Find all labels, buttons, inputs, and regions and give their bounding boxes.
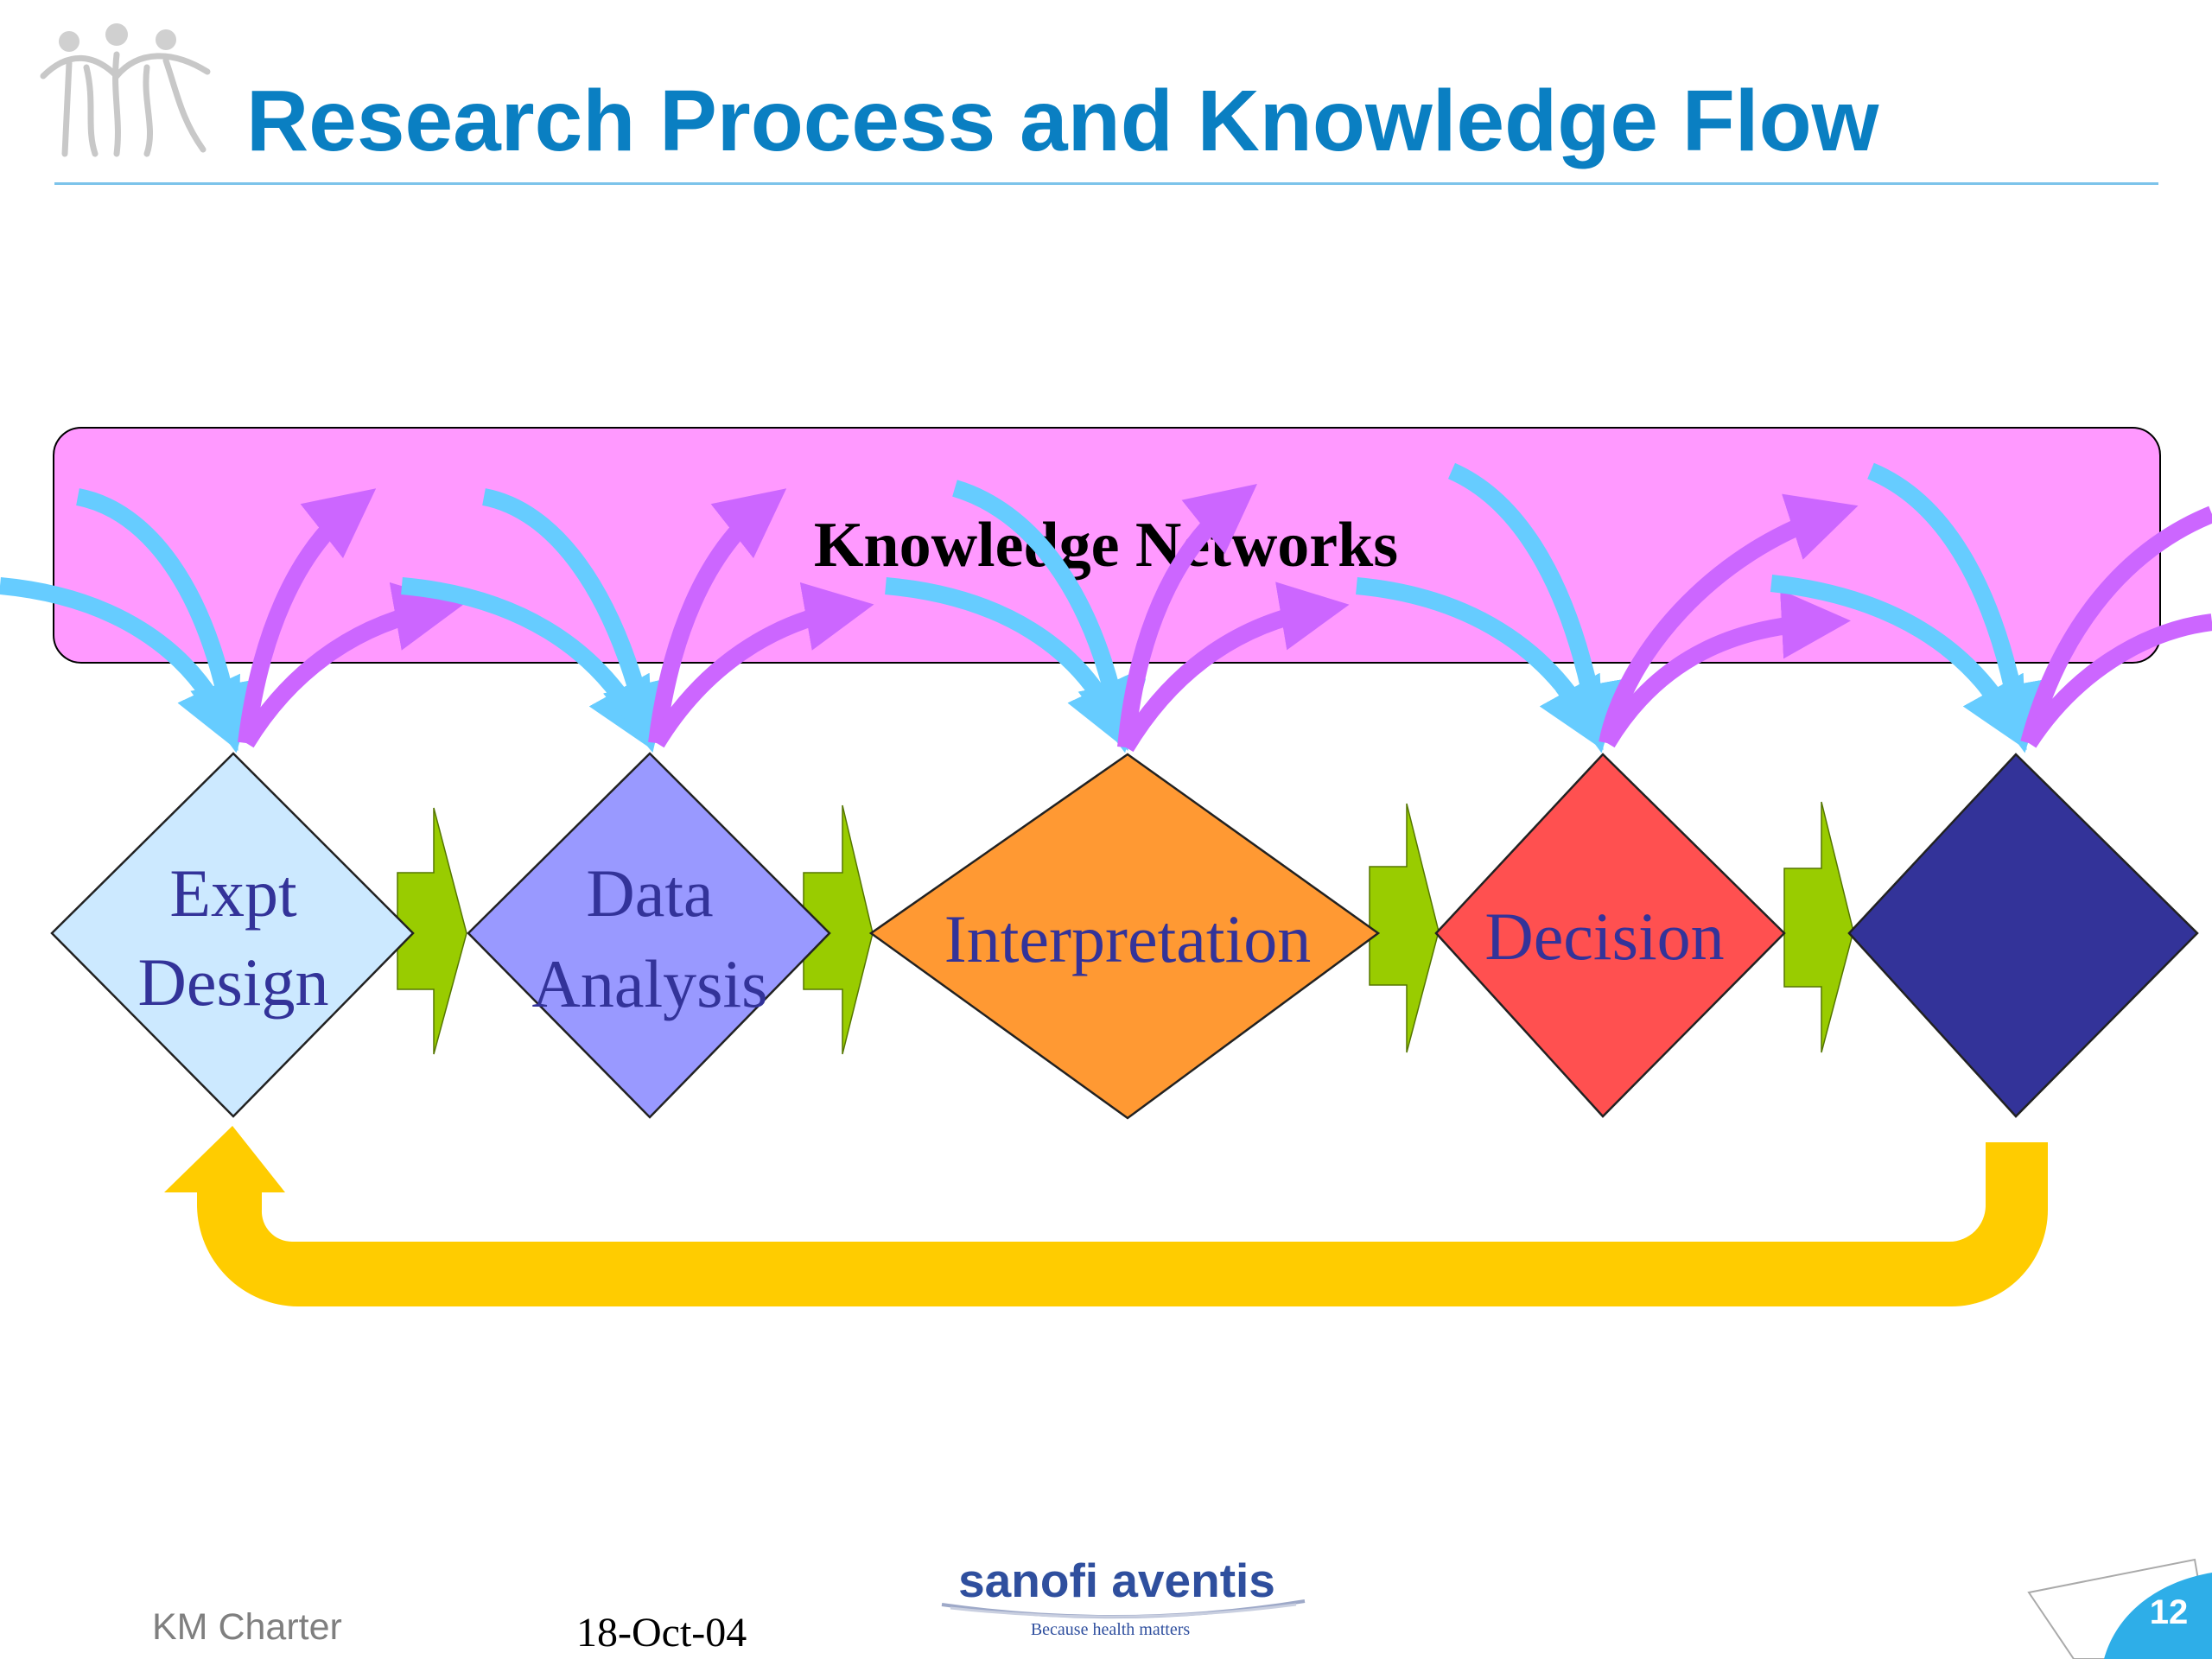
- brand-name: sanofi aventis: [958, 1554, 1275, 1607]
- knowledge-networks-label: Knowledge Networks: [814, 510, 1398, 581]
- stage-shape-decision: [1434, 753, 1786, 1118]
- step-arrow: [803, 804, 874, 1055]
- inflow-arrow: [952, 480, 1147, 753]
- inflow-arrow: [481, 488, 671, 753]
- feedback-arrow: [164, 1126, 2048, 1306]
- stage-shape-data-analysis: [467, 752, 831, 1119]
- step-arrow: [1369, 803, 1440, 1053]
- outflow-arrow: [1118, 582, 1350, 753]
- outflow-arrow: [649, 582, 874, 748]
- brand-tagline: Because health matters: [1030, 1620, 1191, 1639]
- stage-shape-expt-design: [50, 752, 415, 1118]
- outflow-arrow: [1599, 589, 1851, 748]
- outflow-arrow: [648, 488, 787, 745]
- stage-label-data-analysis: Analysis: [532, 946, 768, 1021]
- step-arrow: [397, 807, 467, 1055]
- inflow-arrow: [1447, 462, 1624, 753]
- stage-label-expt-design: Expt: [169, 855, 297, 931]
- title-divider: [54, 182, 2158, 185]
- stage-shape-interpretation: [868, 753, 1381, 1120]
- inflow-arrow: [1867, 462, 2048, 753]
- outflow-arrow: [1599, 493, 1859, 746]
- stage-label-interpretation: Interpretation: [944, 901, 1311, 976]
- outflow-arrow: [238, 582, 464, 748]
- outflow-arrow: [238, 488, 377, 745]
- stage-shape-unlabeled: [1847, 753, 2199, 1118]
- outflow-arrow: [2020, 505, 2212, 746]
- page-number: 12: [2149, 1593, 2189, 1631]
- page-title: Research Process and Knowledge Flow: [246, 73, 1879, 169]
- inflow-arrow: [75, 488, 259, 753]
- stage-label-expt-design: Design: [138, 944, 329, 1020]
- stage-label-data-analysis: Data: [586, 855, 713, 931]
- sanofi-aventis-logo-icon: [941, 1599, 1306, 1619]
- people-logo-icon: [40, 23, 211, 157]
- outflow-arrow: [1117, 483, 1257, 748]
- step-arrow: [1783, 801, 1854, 1053]
- page-number-badge: [2027, 1558, 2212, 1659]
- stage-label-decision: Decision: [1484, 899, 1724, 974]
- outflow-arrow: [2021, 613, 2212, 748]
- footer-label: KM Charter: [152, 1606, 342, 1648]
- footer-date: 18-Oct-04: [576, 1610, 747, 1656]
